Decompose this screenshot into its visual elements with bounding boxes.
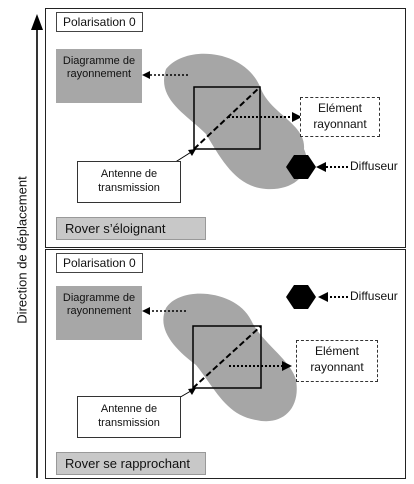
panel-top-diagram — [142, 53, 348, 190]
direction-axis: Direction de déplacement — [0, 0, 44, 484]
panel-rover-approaching: Polarisation 0 Diagramme de rayonnement … — [45, 249, 406, 479]
diagram-label-box: Diagramme de rayonnement — [56, 286, 142, 340]
diffuser-hexagon — [286, 155, 316, 179]
status-label: Rover se rapprochant — [56, 452, 206, 475]
diffuser-label: Diffuseur — [350, 289, 398, 303]
antenna-label-box: Antenne de transmission — [77, 161, 181, 203]
panel-bottom-diagram — [142, 285, 348, 422]
diagram-label-box: Diagramme de rayonnement — [56, 49, 142, 103]
polarisation-label: Polarisation 0 — [56, 253, 143, 273]
direction-arrow — [31, 14, 43, 478]
radiation-lobe — [163, 293, 297, 422]
status-label: Rover s’éloignant — [56, 217, 206, 240]
element-label-box: Elément rayonnant — [296, 340, 378, 382]
diffuser-hexagon — [286, 285, 316, 309]
antenna-label-box: Antenne de transmission — [77, 396, 181, 438]
radiation-lobe — [164, 53, 307, 190]
panel-rover-receding: Polarisation 0 Diagramme de rayonnement … — [45, 8, 406, 248]
axis-label: Direction de déplacement — [14, 176, 30, 324]
element-label-box: Elément rayonnant — [300, 97, 380, 137]
polarisation-label: Polarisation 0 — [56, 12, 143, 32]
antenna-square — [192, 325, 262, 389]
diffuser-label: Diffuseur — [350, 159, 398, 173]
